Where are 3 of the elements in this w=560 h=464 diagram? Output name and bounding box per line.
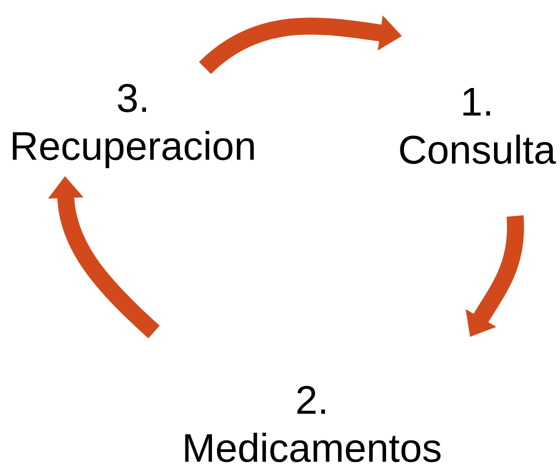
step-label: 1. Consulta <box>400 88 556 164</box>
step-label: 3. Recuperacion <box>12 84 254 168</box>
step-label: 2. Medicamentos <box>185 386 441 462</box>
